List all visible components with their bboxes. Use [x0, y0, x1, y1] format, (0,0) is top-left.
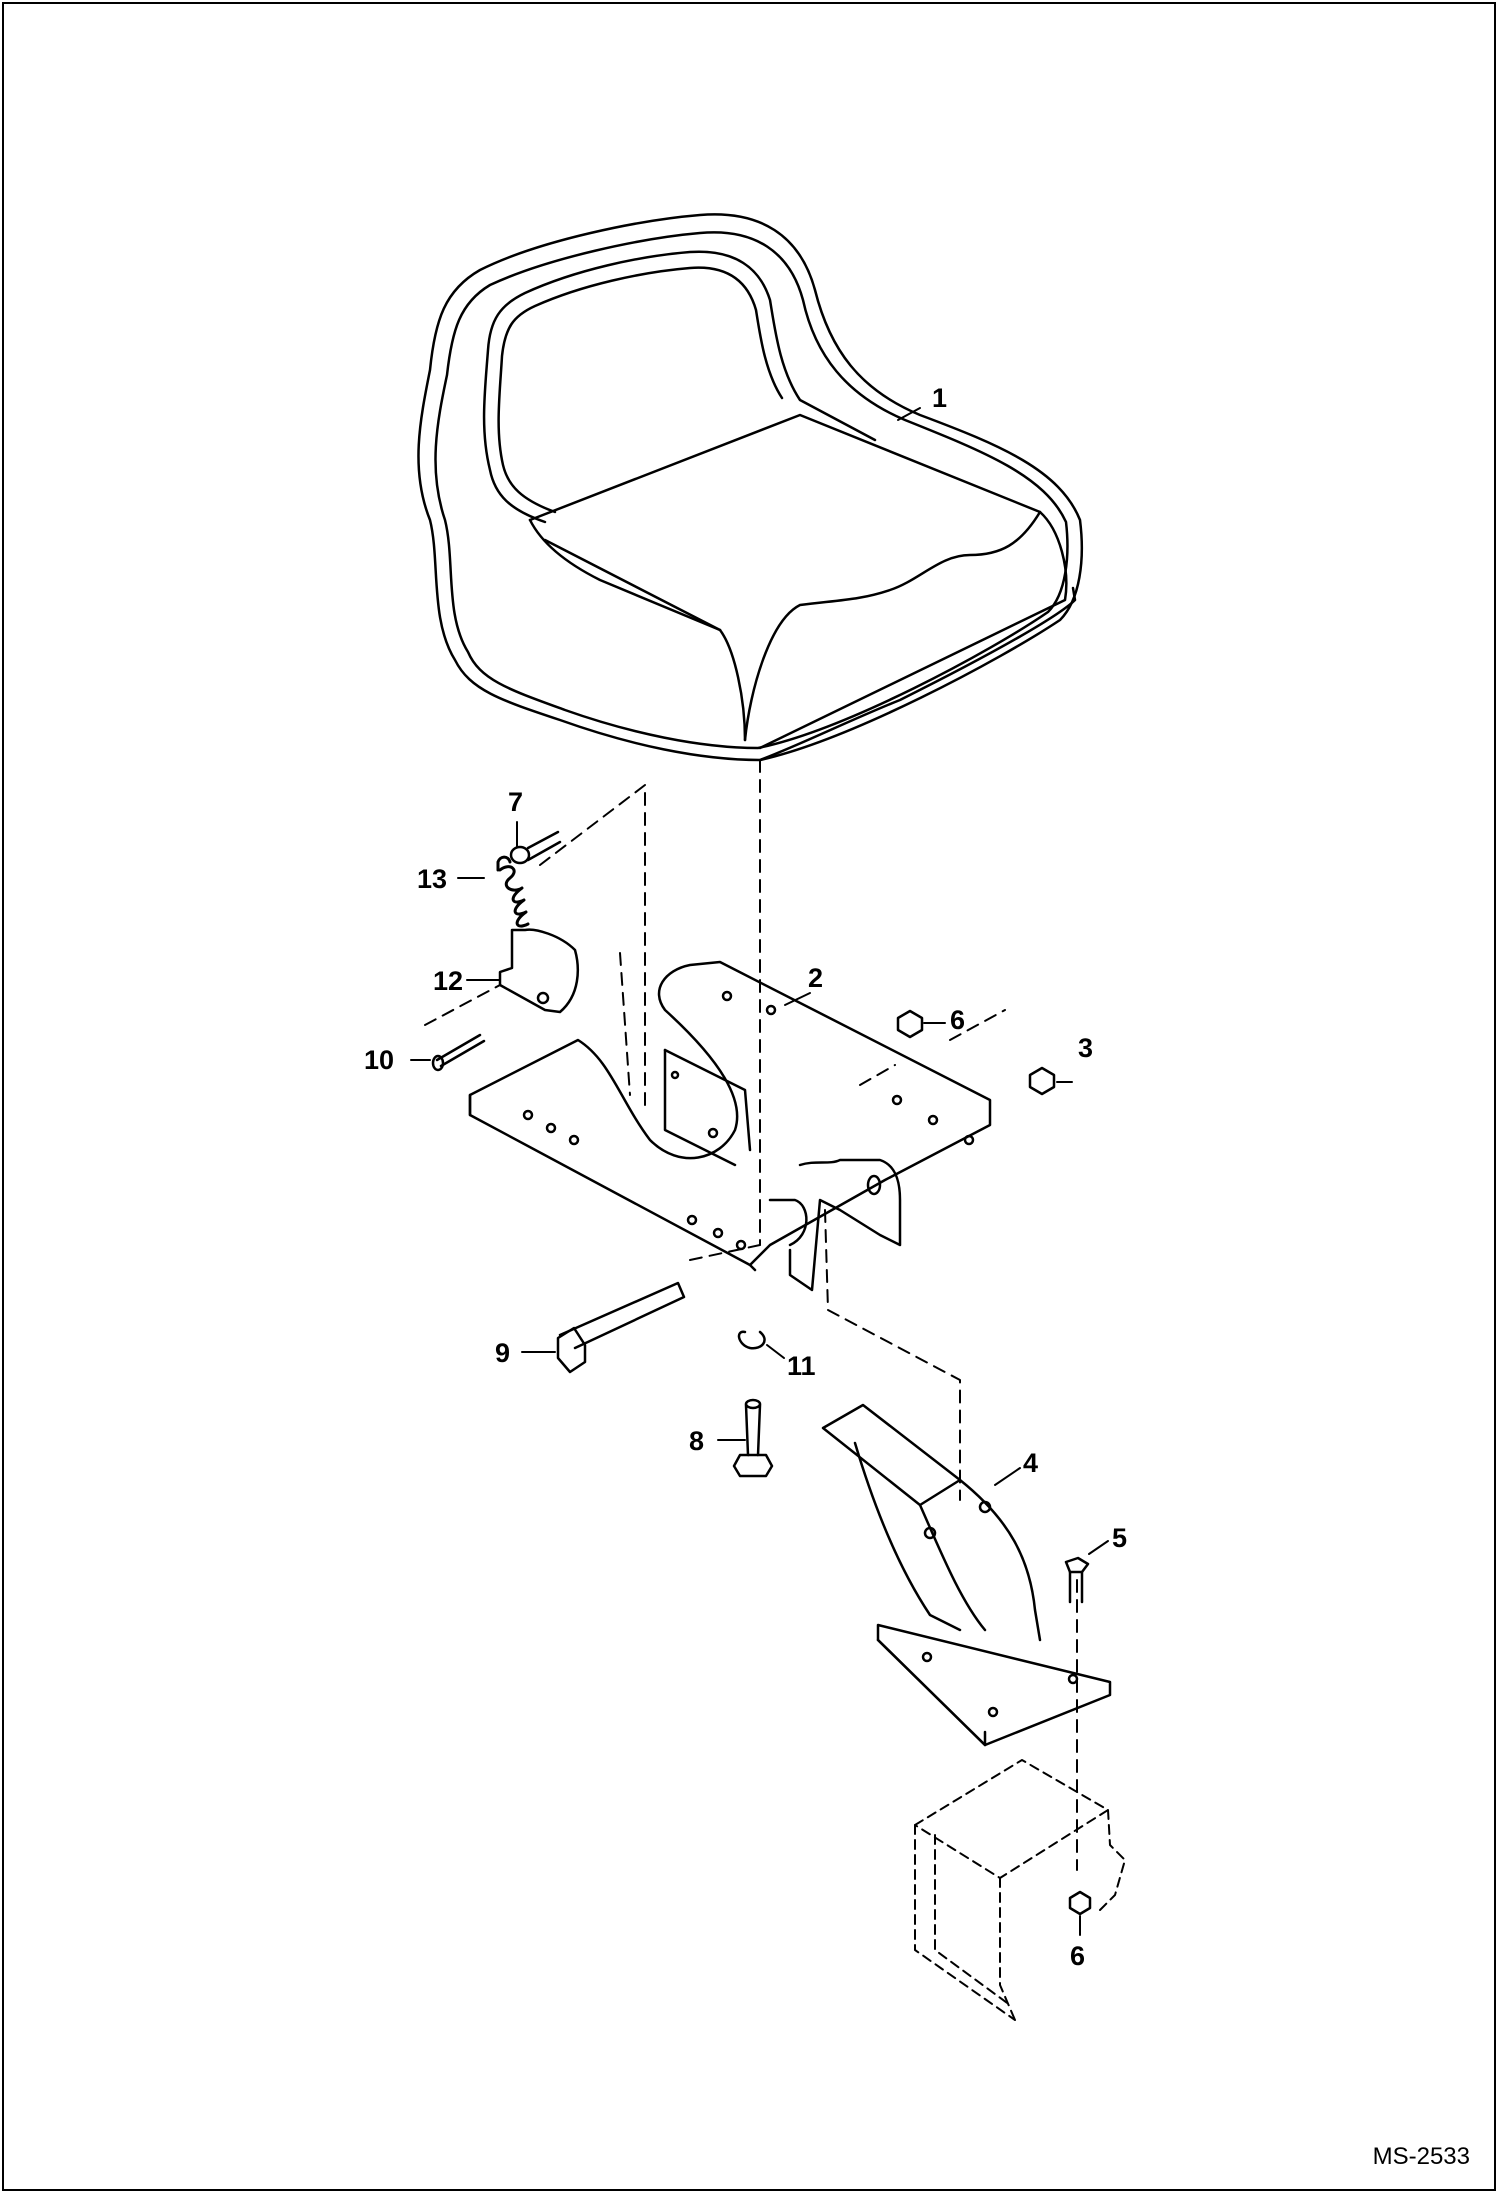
seat-part — [417, 213, 1084, 762]
callout-6-bottom: 6 — [1070, 1941, 1085, 1971]
bolt-8-part — [732, 1398, 774, 1478]
callout-12: 12 — [433, 966, 463, 996]
document-id: MS-2533 — [1372, 2143, 1470, 2170]
callout-1: 1 — [932, 383, 947, 413]
callout-7: 7 — [508, 787, 523, 817]
callout-6-top: 6 — [950, 1005, 965, 1035]
lock-washer-part — [737, 1330, 766, 1350]
callout-11: 11 — [787, 1351, 816, 1381]
callout-2: 2 — [808, 963, 823, 993]
leader-lines — [410, 407, 1109, 1936]
callout-9: 9 — [495, 1338, 510, 1368]
mounting-plate-part — [468, 960, 992, 1292]
bolt-10-part — [431, 1033, 486, 1072]
pin-part — [509, 830, 562, 865]
bolt-5-part — [1064, 1556, 1090, 1604]
spring-part — [496, 855, 530, 928]
callout-labels: 1 2 3 4 5 6 6 7 8 9 10 11 12 13 — [364, 383, 1127, 1971]
callout-5: 5 — [1112, 1523, 1127, 1553]
callout-4: 4 — [1023, 1448, 1038, 1478]
alignment-lines — [424, 759, 1078, 1871]
latch-bracket-part — [498, 928, 580, 1014]
nut-6-bottom-part — [1068, 1890, 1092, 1916]
callout-13: 13 — [417, 864, 447, 894]
callout-10: 10 — [364, 1045, 394, 1075]
nut-6-top-part — [896, 1009, 924, 1039]
base-bracket — [914, 1759, 1126, 2021]
stand-part — [821, 1403, 1112, 1747]
callout-8: 8 — [689, 1426, 704, 1456]
bolt-9-part — [556, 1281, 686, 1374]
nut-3-part — [1028, 1066, 1056, 1096]
callout-3: 3 — [1078, 1033, 1093, 1063]
